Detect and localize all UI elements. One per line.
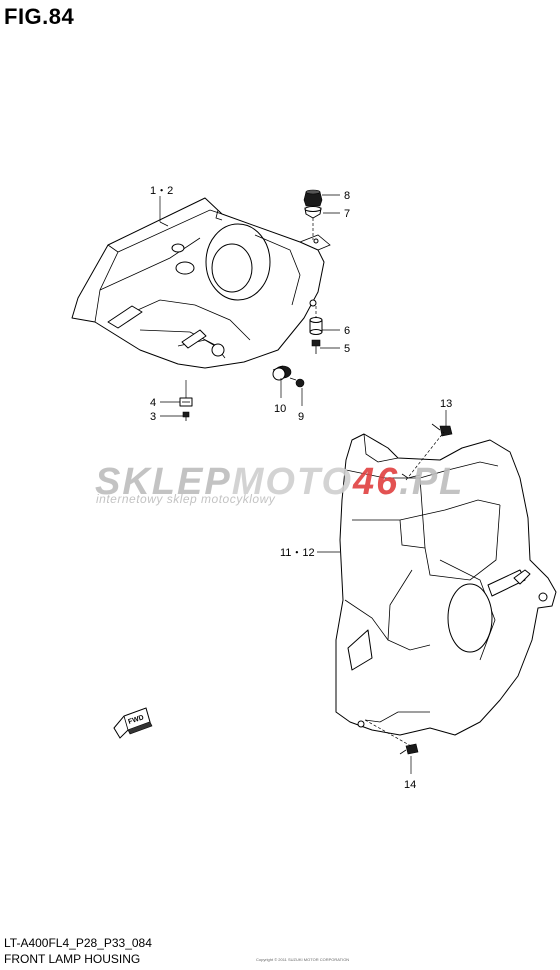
callout-14: 14 [404,779,416,791]
callout-13: 13 [440,398,452,410]
callout-9: 9 [298,411,304,423]
grommet-part-8[interactable] [303,189,323,207]
front-lamp-housing-lower[interactable] [335,433,557,736]
nut-part-4[interactable] [179,397,193,407]
bolt-part-14[interactable] [399,743,419,755]
callout-7: 7 [344,208,350,220]
copyright-fine-print: Copyright © 2011 SUZUKI MOTOR CORPORATIO… [256,957,350,962]
figure-code: LT-A400FL4_P28_P33_084 [4,936,152,950]
bolt-part-9[interactable] [289,377,305,388]
watermark-brand-accent: 46 [352,461,399,503]
screw-part-3[interactable] [182,411,190,421]
svg-text:SKLEPMOTO46.PL: SKLEPMOTO46.PL [95,461,464,503]
watermark-brand-light: MOTO [232,461,353,503]
spacer-part-10[interactable] [272,365,292,381]
watermark: SKLEPMOTO46.PL internetowy sklep motocyk… [95,461,464,506]
callout-11-12: 11・12 [280,547,315,559]
callout-5: 5 [344,343,350,355]
callout-1-2: 1・2 [150,185,173,197]
collar-part-7[interactable] [304,206,322,219]
fwd-arrow-icon: FWD [113,707,153,739]
callout-6: 6 [344,325,350,337]
figure-name: FRONT LAMP HOUSING [4,952,141,966]
leader-lines [159,194,447,774]
watermark-tagline: internetowy sklep motocyklowy [96,492,276,506]
bolt-part-13[interactable] [431,423,453,437]
callout-10: 10 [274,403,286,415]
bolt-part-5[interactable] [311,339,321,354]
callout-8: 8 [344,190,350,202]
fwd-label: FWD [127,714,144,726]
callout-3: 3 [150,411,156,423]
front-lamp-housing-upper[interactable] [71,197,331,369]
figure-title: FIG.84 [4,4,75,29]
collar-part-6[interactable] [309,317,323,335]
callout-4: 4 [150,397,156,409]
watermark-brand-dark: SKLEP [95,461,232,503]
watermark-brand-suffix: .PL [399,461,464,503]
